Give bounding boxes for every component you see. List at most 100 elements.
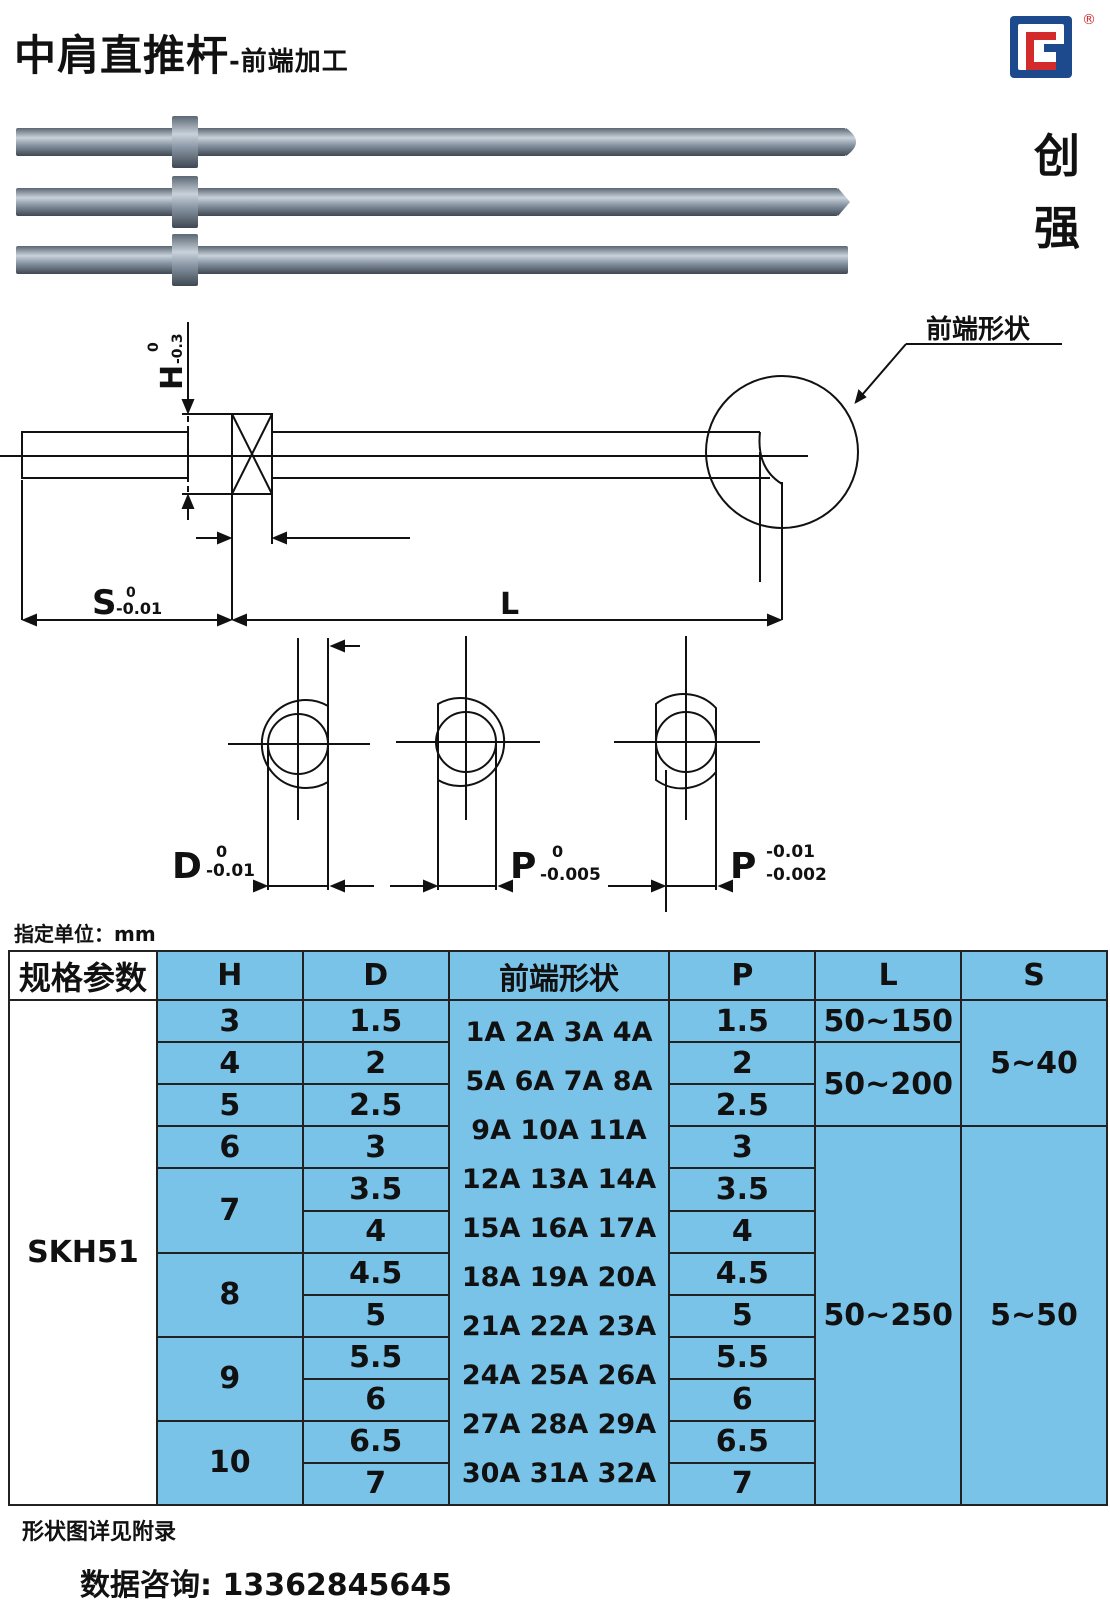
rod-1 [16, 116, 856, 168]
s-dim-label: S [92, 583, 117, 623]
cq-logo-icon: ® [1010, 12, 1096, 78]
p-cell: 6 [668, 1377, 817, 1422]
p-cell: 1.5 [668, 999, 817, 1044]
brand-char-1: 创 [1034, 129, 1080, 183]
brand-char-2: 强 [1034, 201, 1080, 255]
d-cell: 6 [301, 1377, 450, 1422]
shape-line: 24A 25A 26A [461, 1359, 657, 1391]
appendix-note: 形状图详见附录 [22, 1520, 177, 1545]
d-tol-lower: -0.01 [206, 861, 255, 881]
header-shape: 前端形状 [447, 949, 671, 1002]
shape-line: 12A 13A 14A [461, 1163, 657, 1195]
d-cell: 4 [301, 1209, 450, 1254]
p-cell: 3 [668, 1125, 817, 1170]
table-row: 5 5 [9, 1293, 1107, 1338]
table-row: 9 5.5 5.5 [9, 1335, 1107, 1422]
shape-line: 15A 16A 17A [461, 1212, 657, 1244]
p2-dim-label: P [730, 846, 756, 887]
table-row: 8 4.5 4.5 [9, 1251, 1107, 1338]
h-tol-lower: -0.3 [170, 333, 186, 364]
d-cell: 5 [301, 1293, 450, 1338]
table-row: 5 2.5 2.5 [9, 1083, 1107, 1128]
title-subtitle: -前端加工 [229, 47, 349, 77]
end-view-d [228, 638, 374, 893]
d-cell: 1.5 [301, 999, 450, 1044]
shape-line: 1A 2A 3A 4A [465, 1016, 653, 1048]
p-cell: 3.5 [668, 1167, 817, 1212]
technical-drawing: 前端形状 H 0 -0.3 S 0 -0.01 L D 0 -0.0 [0, 314, 1062, 912]
d-cell: 5.5 [301, 1335, 450, 1380]
table-row: 10 6.5 6.5 [9, 1419, 1107, 1507]
shape-line: 5A 6A 7A 8A [465, 1065, 653, 1097]
d-tol-upper: 0 [216, 842, 227, 861]
end-view-p2 [608, 636, 760, 912]
registered-mark: ® [1082, 12, 1096, 28]
title-main: 中肩直推杆 [14, 31, 230, 80]
p2-tol-upper: -0.01 [766, 842, 815, 862]
p-cell: 4 [668, 1209, 817, 1254]
d-dim-label: D [172, 846, 202, 887]
d-cell: 7 [301, 1461, 450, 1507]
front-shape-cell: 1A 2A 3A 4A 5A 6A 7A 8A 9A 10A 11A 12A 1… [447, 999, 671, 1506]
h-cell: 10 [155, 1419, 304, 1507]
p-cell: 5 [668, 1293, 817, 1338]
p1-dim-label: P [510, 846, 536, 887]
p1-tol-lower: -0.005 [540, 865, 601, 885]
rod-side-view [0, 413, 808, 495]
h-dim-label: H [155, 365, 190, 390]
table-row: SKH51 3 1.5 1A 2A 3A 4A 5A 6A 7A 8A 9A 1… [8, 999, 1108, 1506]
spec-table: 规格参数 H D 前端形状 P L S SKH51 3 1.5 1A 2A 3A… [8, 949, 1108, 1507]
brand-name: 创 强 [1022, 120, 1092, 264]
h-cell: 8 [155, 1251, 304, 1338]
l-dim-label: L [500, 587, 519, 622]
header-spec: 规格参数 [8, 949, 158, 1002]
p-cell: 2 [668, 1041, 817, 1086]
table-row: 7 7 [9, 1461, 1107, 1507]
p2-tol-lower: -0.002 [766, 865, 827, 885]
p-cell: 7 [668, 1461, 817, 1507]
header-d: D [301, 949, 450, 1002]
d-cell: 2 [301, 1041, 450, 1086]
l-cell: 50~200 [814, 1041, 963, 1128]
shape-line: 30A 31A 32A [461, 1457, 657, 1489]
h-cell: 5 [155, 1083, 304, 1128]
rod-3 [16, 234, 848, 286]
s-tol-upper: 0 [126, 585, 136, 601]
h-cell: 4 [155, 1041, 304, 1086]
header-s: S [960, 949, 1108, 1002]
table-row: 4 4 [9, 1209, 1107, 1254]
h-cell: 9 [155, 1335, 304, 1422]
shape-line: 9A 10A 11A [471, 1114, 647, 1146]
table-row: 4 2 2 50~200 [9, 1041, 1107, 1128]
h-tol-upper: 0 [146, 342, 162, 352]
front-shape-label: 前端形状 [926, 314, 1031, 345]
rod-2 [16, 176, 850, 228]
d-cell: 6.5 [301, 1419, 450, 1464]
table-header-row: 规格参数 H D 前端形状 P L S [8, 949, 1108, 1002]
header-p: P [668, 949, 817, 1002]
l-cell: 50~250 [814, 1125, 963, 1506]
s-tol-lower: -0.01 [116, 599, 162, 618]
table-row: 6 3 3 50~250 5~50 [9, 1125, 1108, 1506]
d-cell: 2.5 [301, 1083, 450, 1128]
s-cell: 5~50 [960, 1125, 1108, 1506]
d-cell: 3.5 [301, 1167, 450, 1212]
s-cell: 5~40 [960, 999, 1108, 1128]
shape-line: 27A 28A 29A [461, 1408, 657, 1440]
p-cell: 6.5 [668, 1419, 817, 1464]
p-cell: 4.5 [668, 1251, 817, 1296]
d-cell: 4.5 [301, 1251, 450, 1296]
p-cell: 5.5 [668, 1335, 817, 1380]
table-row: 7 3.5 3.5 [9, 1167, 1107, 1254]
material-cell: SKH51 [8, 999, 158, 1506]
header-l: L [814, 949, 963, 1002]
p1-tol-upper: 0 [552, 842, 563, 861]
header-h: H [155, 949, 304, 1002]
rod-illustration [16, 116, 856, 286]
h-cell: 6 [155, 1125, 304, 1170]
h-cell: 3 [155, 999, 304, 1044]
p-cell: 2.5 [668, 1083, 817, 1128]
d-cell: 3 [301, 1125, 450, 1170]
table-row: 6 6 [9, 1377, 1107, 1422]
end-view-p1 [390, 636, 540, 893]
